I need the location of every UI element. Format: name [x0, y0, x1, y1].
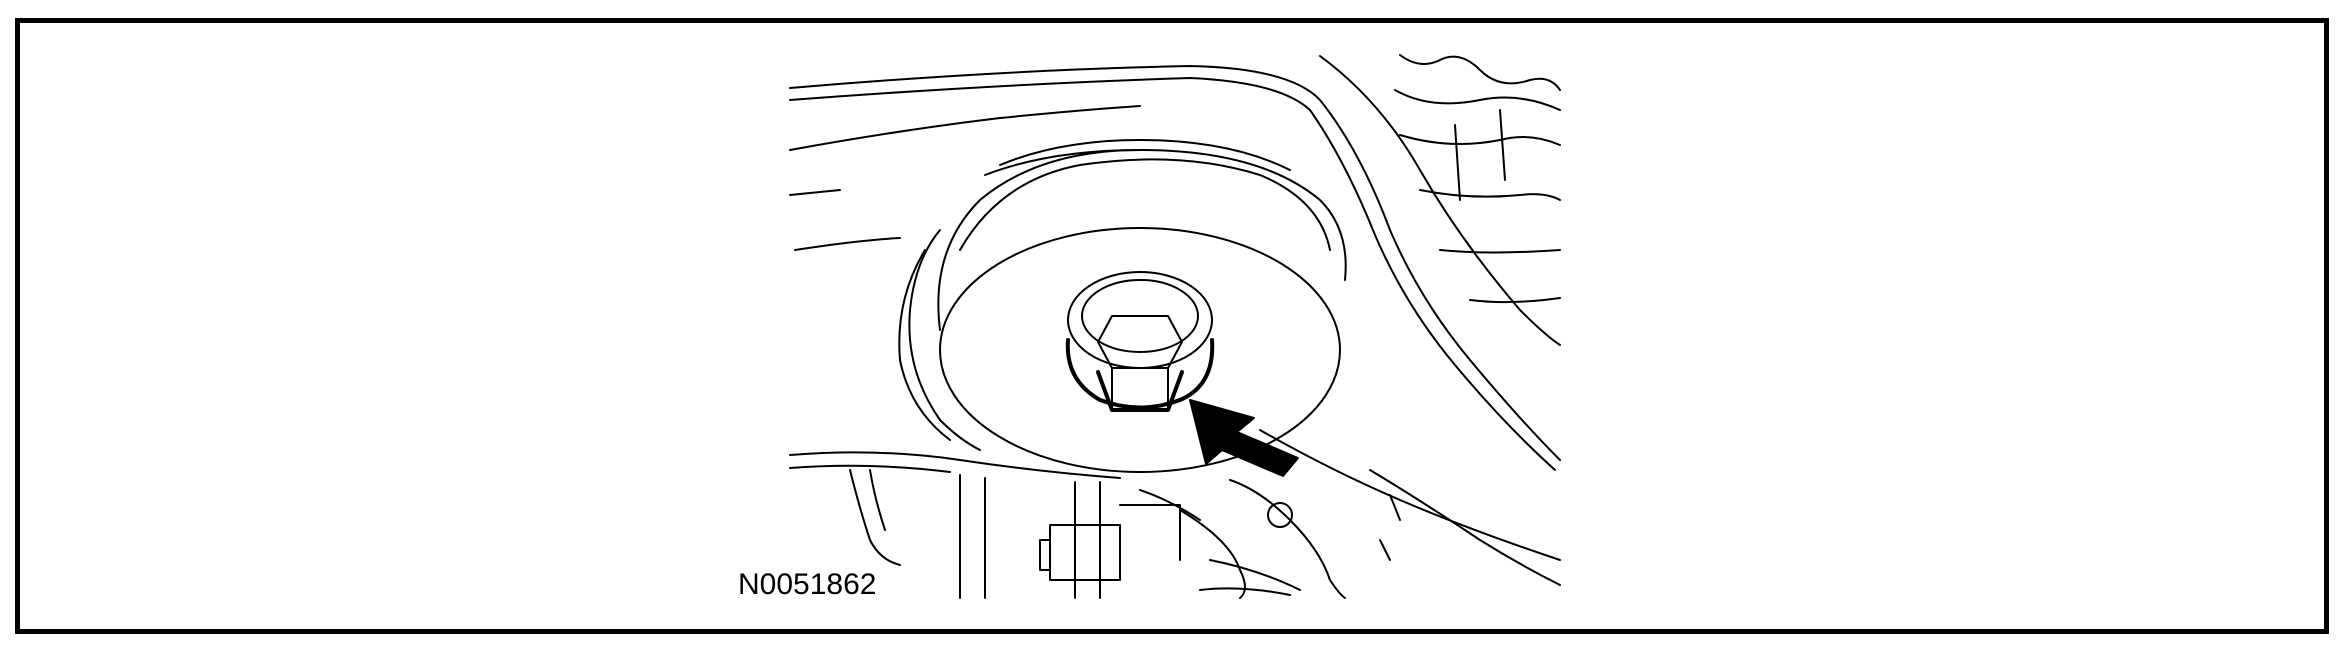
control-arm [789, 65, 1561, 586]
figure-id-label: N0051862 [738, 568, 877, 601]
figure-frame [15, 18, 2329, 634]
bushing-washer [898, 139, 1347, 473]
bolt [1065, 271, 1215, 412]
arrow-icon [1189, 399, 1299, 477]
right-side-components [1319, 54, 1561, 346]
lower-assembly [849, 469, 1401, 599]
